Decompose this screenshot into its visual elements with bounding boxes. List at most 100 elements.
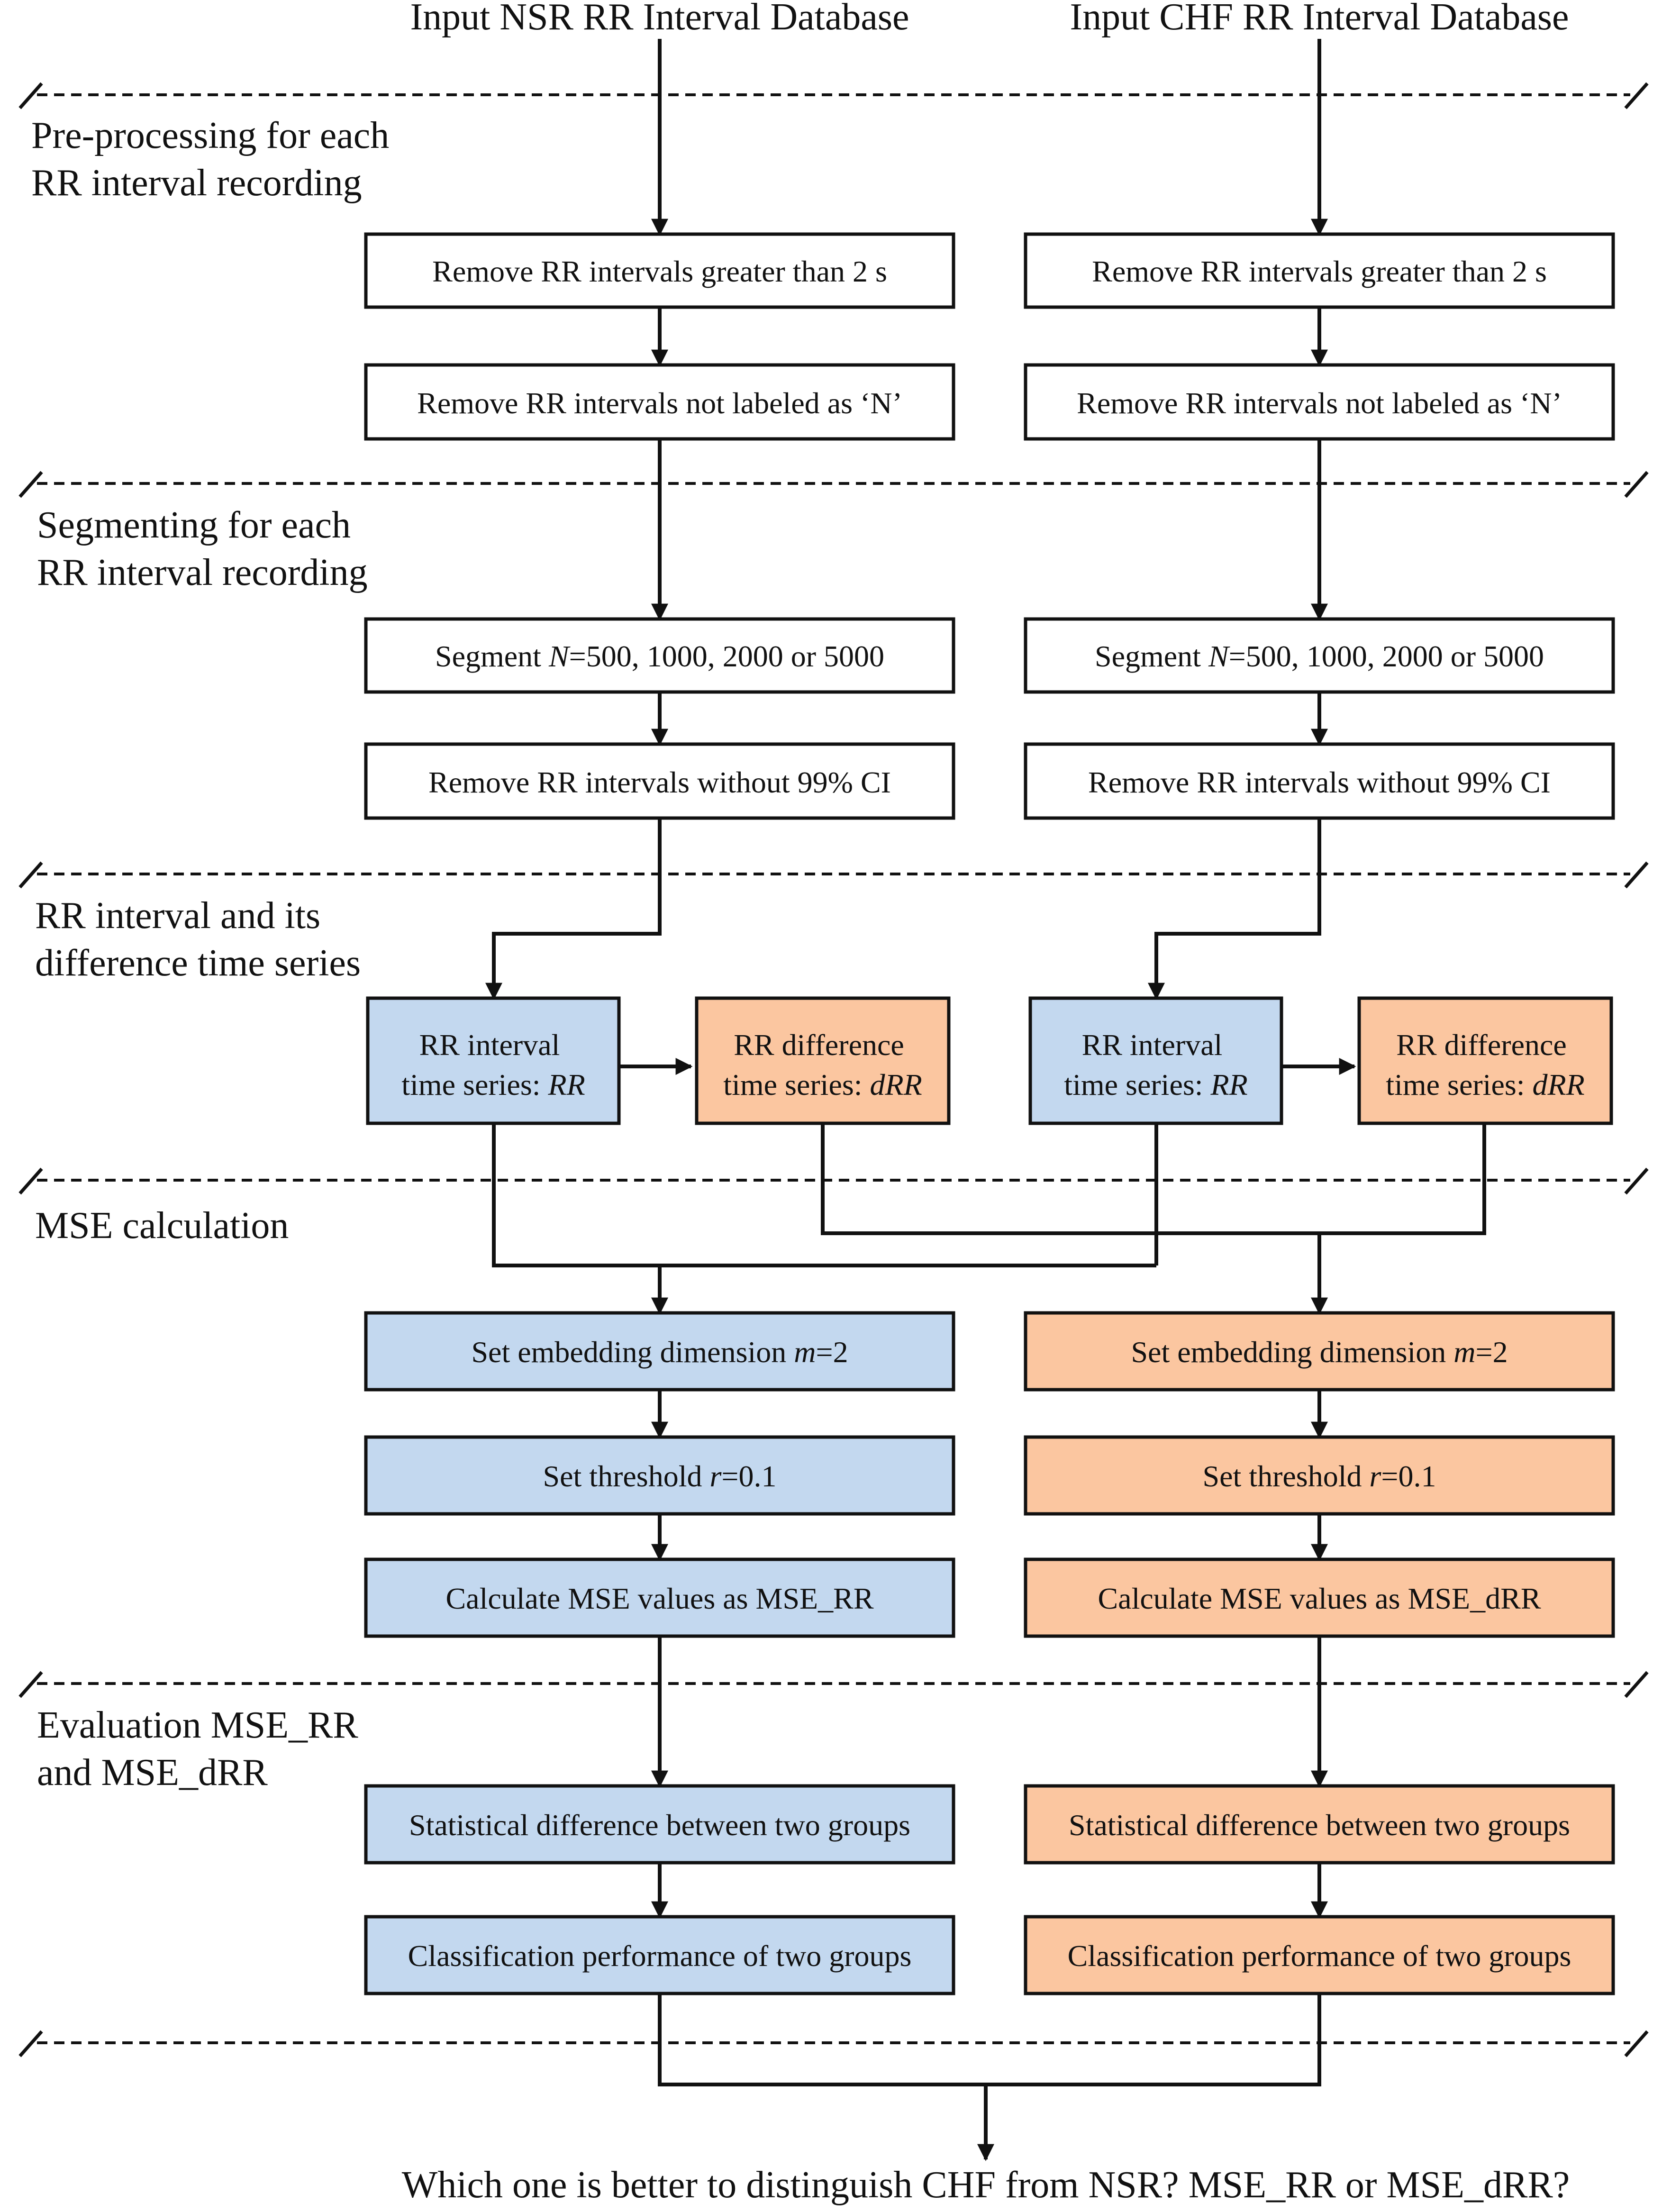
label-part: Set embedding dimension xyxy=(1131,1335,1453,1369)
edge-rr-series-merge xyxy=(492,1123,1156,1267)
label-variable: dRR xyxy=(870,1068,922,1101)
step-chf-remove-gt2: Remove RR intervals greater than 2 s xyxy=(1024,232,1615,309)
step-label: Calculate MSE values as MSE_dRR xyxy=(1098,1582,1541,1615)
label-line: time series: RR xyxy=(401,1068,585,1101)
label-part: time series: xyxy=(1386,1068,1532,1101)
label-part: time series: xyxy=(1064,1068,1210,1101)
step-drr-embedding: Set embedding dimension m=2 xyxy=(1024,1311,1615,1392)
step-label: Classification performance of two groups xyxy=(408,1939,912,1973)
label-part: =500, 1000, 2000 or 5000 xyxy=(1229,639,1544,673)
label-part: =0.1 xyxy=(1381,1459,1436,1493)
step-chf-drr-series: RR difference time series: dRR xyxy=(1357,996,1613,1125)
step-box xyxy=(364,1784,955,1865)
label-part: Set threshold xyxy=(543,1459,710,1493)
label-variable: RR xyxy=(548,1068,585,1101)
section-label-evaluation: Evaluation MSE_RR and MSE_dRR xyxy=(37,1704,368,1793)
step-rr-classification: Classification performance of two groups xyxy=(364,1915,955,1995)
step-box xyxy=(1024,617,1615,694)
step-box xyxy=(366,996,621,1125)
step-box xyxy=(1357,996,1613,1125)
step-label: Remove RR intervals not labeled as ‘N’ xyxy=(417,386,902,420)
step-box xyxy=(364,1915,955,1995)
label-part: time series: xyxy=(723,1068,870,1101)
separator-4 xyxy=(18,1167,1649,1195)
label-part: Set embedding dimension xyxy=(471,1335,794,1369)
step-box xyxy=(1024,363,1615,441)
step-label: Segment N=500, 1000, 2000 or 5000 xyxy=(1095,639,1544,673)
label-variable: RR xyxy=(1210,1068,1248,1101)
label-line: RR interval xyxy=(1082,1028,1223,1062)
process-boxes: Remove RR intervals greater than 2 s Rem… xyxy=(364,232,1615,1995)
step-box xyxy=(1024,1435,1615,1516)
step-label: RR difference time series: dRR xyxy=(723,1028,922,1101)
section-label-segmenting: Segmenting for each RR interval recordin… xyxy=(37,504,368,593)
step-label: Segment N=500, 1000, 2000 or 5000 xyxy=(435,639,884,673)
step-rr-calc: Calculate MSE values as MSE_RR xyxy=(364,1557,955,1638)
section-separators xyxy=(18,82,1649,2057)
section-label-line: Segmenting for each xyxy=(37,504,351,546)
step-box xyxy=(1024,1784,1615,1865)
section-label-line: RR interval recording xyxy=(37,552,368,593)
section-label-mse: MSE calculation xyxy=(35,1205,289,1247)
step-box xyxy=(364,1557,955,1638)
step-label: Remove RR intervals not labeled as ‘N’ xyxy=(1077,386,1562,420)
section-label-line: Evaluation MSE_RR xyxy=(37,1704,358,1746)
step-box xyxy=(364,617,955,694)
label-line: time series: dRR xyxy=(1386,1068,1584,1101)
label-line: RR difference xyxy=(1396,1028,1567,1062)
step-label: Set threshold r=0.1 xyxy=(1203,1459,1436,1493)
step-chf-segment: Segment N=500, 1000, 2000 or 5000 xyxy=(1024,617,1615,694)
label-variable: N xyxy=(1208,639,1230,673)
label-variable: m xyxy=(1453,1335,1475,1369)
separator-3 xyxy=(18,861,1649,889)
label-line: RR interval xyxy=(419,1028,560,1062)
step-label: Statistical difference between two group… xyxy=(409,1808,910,1842)
step-label: Set threshold r=0.1 xyxy=(543,1459,777,1493)
section-label-line: RR interval and its xyxy=(35,895,320,937)
step-box xyxy=(364,1435,955,1516)
step-drr-stat-diff: Statistical difference between two group… xyxy=(1024,1784,1615,1865)
section-label-line: RR interval recording xyxy=(31,162,362,204)
step-nsr-rr-series: RR interval time series: RR xyxy=(366,996,621,1125)
label-variable: dRR xyxy=(1533,1068,1585,1101)
label-part: Set threshold xyxy=(1203,1459,1370,1493)
step-rr-stat-diff: Statistical difference between two group… xyxy=(364,1784,955,1865)
edge-nsr-ci-to-rr xyxy=(485,818,662,1000)
step-box xyxy=(1024,1915,1615,1995)
step-drr-threshold: Set threshold r=0.1 xyxy=(1024,1435,1615,1516)
step-label: Statistical difference between two group… xyxy=(1069,1808,1570,1842)
section-label-line: Pre-processing for each xyxy=(31,115,389,156)
input-label-chf: Input CHF RR Interval Database xyxy=(1070,0,1569,38)
step-label: Remove RR intervals without 99% CI xyxy=(428,765,891,799)
step-box xyxy=(1028,996,1283,1125)
label-part: =2 xyxy=(1475,1335,1508,1369)
step-label: Remove RR intervals without 99% CI xyxy=(1088,765,1551,799)
final-question: Which one is better to distinguish CHF f… xyxy=(402,2164,1570,2206)
step-nsr-segment: Segment N=500, 1000, 2000 or 5000 xyxy=(364,617,955,694)
step-box xyxy=(364,363,955,441)
separator-1 xyxy=(18,82,1649,109)
step-label: RR interval time series: RR xyxy=(401,1028,585,1101)
connectors xyxy=(485,39,1486,2161)
step-drr-calc: Calculate MSE values as MSE_dRR xyxy=(1024,1557,1615,1638)
separator-6 xyxy=(18,2030,1649,2057)
step-label: Remove RR intervals greater than 2 s xyxy=(432,255,887,288)
step-label: Remove RR intervals greater than 2 s xyxy=(1092,255,1547,288)
step-box xyxy=(1024,1311,1615,1392)
label-part: =500, 1000, 2000 or 5000 xyxy=(569,639,884,673)
label-part: Segment xyxy=(1095,639,1208,673)
step-rr-embedding: Set embedding dimension m=2 xyxy=(364,1311,955,1392)
step-label: Calculate MSE values as MSE_RR xyxy=(445,1582,873,1615)
section-label-line: and MSE_dRR xyxy=(37,1752,268,1793)
edge-chf-ci-to-rr xyxy=(1148,818,1321,1000)
step-box xyxy=(1024,232,1615,309)
label-part: Segment xyxy=(435,639,549,673)
step-nsr-remove-ci: Remove RR intervals without 99% CI xyxy=(364,742,955,820)
label-variable: N xyxy=(548,639,571,673)
step-nsr-remove-not-n: Remove RR intervals not labeled as ‘N’ xyxy=(364,363,955,441)
step-label: RR interval time series: RR xyxy=(1064,1028,1247,1101)
label-line: RR difference xyxy=(734,1028,904,1062)
step-chf-rr-series: RR interval time series: RR xyxy=(1028,996,1283,1125)
